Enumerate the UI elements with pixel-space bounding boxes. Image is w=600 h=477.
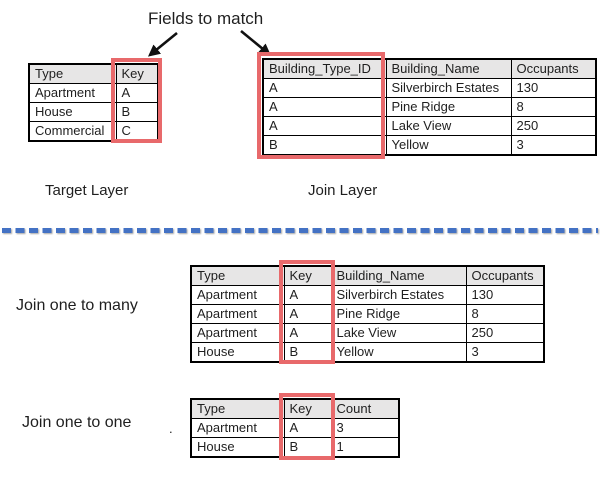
table-cell: Apartment xyxy=(190,418,285,438)
table-cell: 3 xyxy=(510,135,597,156)
table-cell: A xyxy=(262,78,387,98)
table-cell: A xyxy=(262,97,387,117)
table-cell: A xyxy=(283,285,332,305)
table-cell: Yellow xyxy=(330,342,467,363)
column-header: Count xyxy=(330,398,400,419)
column-header: Building_Type_ID xyxy=(262,58,387,79)
table-cell: 250 xyxy=(465,323,545,343)
column-header: Occupants xyxy=(465,265,545,286)
table-cell: C xyxy=(115,121,159,142)
table-cell: Lake View xyxy=(330,323,467,343)
table-cell: B xyxy=(283,342,332,363)
column-header: Occupants xyxy=(510,58,597,79)
down-right-arrow-icon xyxy=(240,29,272,56)
table-cell: House xyxy=(28,102,117,122)
table-cell: House xyxy=(190,437,285,458)
table-cell: 8 xyxy=(510,97,597,117)
table-cell: 250 xyxy=(510,116,597,136)
column-header: Building_Name xyxy=(385,58,512,79)
target-layer-label: Target Layer xyxy=(45,182,129,199)
join-one-to-many-label: Join one to many xyxy=(16,297,138,314)
table-cell: 3 xyxy=(465,342,545,363)
column-header: Type xyxy=(190,265,285,286)
table-cell: Apartment xyxy=(190,323,285,343)
table-cell: A xyxy=(262,116,387,136)
column-header: Key xyxy=(283,398,332,419)
column-header: Type xyxy=(28,63,117,84)
column-header: Type xyxy=(190,398,285,419)
join-layer-label: Join Layer xyxy=(308,182,378,199)
table-cell: Silverbirch Estates xyxy=(385,78,512,98)
table-cell: B xyxy=(115,102,159,122)
column-header: Building_Name xyxy=(330,265,467,286)
table-cell: 1 xyxy=(330,437,400,458)
table-cell: 130 xyxy=(510,78,597,98)
table-cell: House xyxy=(190,342,285,363)
table-cell: A xyxy=(283,304,332,324)
table-cell: Apartment xyxy=(190,304,285,324)
fields-to-match-label: Fields to match xyxy=(148,9,264,28)
dashed-divider xyxy=(2,228,598,233)
table-cell: Lake View xyxy=(385,116,512,136)
table-cell: A xyxy=(283,418,332,438)
column-header: Key xyxy=(283,265,332,286)
table-cell: Commercial xyxy=(28,121,117,142)
table-cell: Apartment xyxy=(28,83,117,103)
stray-dot: . xyxy=(169,421,173,436)
join-one-to-one-label: Join one to one xyxy=(22,414,132,431)
table-cell: A xyxy=(115,83,159,103)
table-cell: A xyxy=(283,323,332,343)
table-cell: 3 xyxy=(330,418,400,438)
table-cell: 8 xyxy=(465,304,545,324)
table-cell: B xyxy=(283,437,332,458)
table-cell: Pine Ridge xyxy=(330,304,467,324)
table-cell: Pine Ridge xyxy=(385,97,512,117)
table-cell: Silverbirch Estates xyxy=(330,285,467,305)
down-left-arrow-icon xyxy=(147,31,178,57)
table-cell: B xyxy=(262,135,387,156)
table-cell: Apartment xyxy=(190,285,285,305)
table-cell: 130 xyxy=(465,285,545,305)
column-header: Key xyxy=(115,63,159,84)
table-cell: Yellow xyxy=(385,135,512,156)
